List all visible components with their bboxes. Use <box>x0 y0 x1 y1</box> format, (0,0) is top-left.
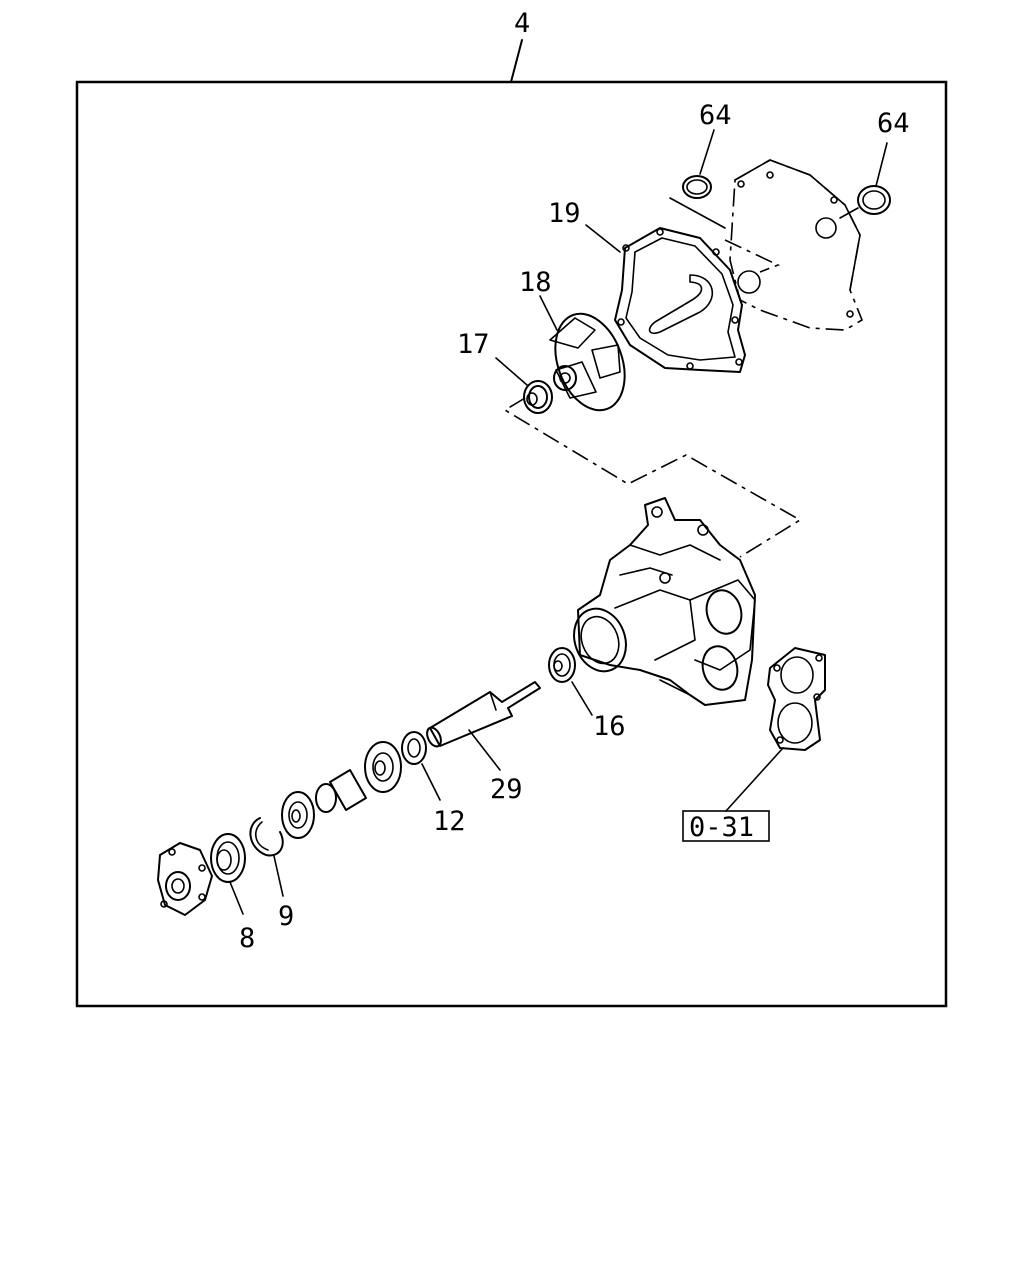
leader-0-31 <box>725 747 784 812</box>
part-17-seal <box>523 380 553 414</box>
part-16-bearing <box>548 647 576 683</box>
leader-64-right <box>875 142 888 187</box>
callout-16: 16 <box>593 711 626 742</box>
pump-housing <box>573 497 756 706</box>
part-8-oil-seal <box>210 833 246 883</box>
leader-19 <box>585 224 621 253</box>
guide-64-left <box>669 197 726 229</box>
reference-box-label: 0-31 <box>689 812 754 843</box>
reference-box <box>682 810 770 842</box>
part-29-shaft <box>426 681 541 748</box>
callout-8: 8 <box>239 923 255 954</box>
callout-12: 12 <box>433 806 466 837</box>
assembly-frame <box>75 80 948 1008</box>
cover-plate <box>724 159 863 331</box>
callout-9: 9 <box>278 901 294 932</box>
part-19-gasket <box>614 227 746 373</box>
callout-29: 29 <box>490 774 523 805</box>
shaft-bearing-small <box>281 791 315 839</box>
shaft-bearing-large <box>364 741 402 793</box>
part-64-o-ring-left <box>682 175 712 199</box>
spacer-sleeve <box>315 769 367 813</box>
part-12-washer <box>401 731 427 765</box>
callout-64-right: 64 <box>877 108 910 139</box>
housing-gasket <box>767 647 826 751</box>
part-64-o-ring-right <box>857 185 891 215</box>
leader-12 <box>421 763 441 801</box>
pulley-hub <box>157 842 213 916</box>
leader-8 <box>229 881 244 915</box>
assembly-guide-line <box>503 397 802 558</box>
part-18-impeller <box>549 312 626 412</box>
callout-64-left: 64 <box>699 100 732 131</box>
callout-19: 19 <box>548 198 581 229</box>
part-9-snap-ring <box>249 817 284 857</box>
callout-18: 18 <box>519 267 552 298</box>
leader-9 <box>273 855 284 897</box>
leader-64-left <box>699 129 715 175</box>
callout-17: 17 <box>457 329 490 360</box>
leader-29 <box>468 729 501 771</box>
leader-18 <box>539 295 558 331</box>
leader-16 <box>571 681 593 716</box>
assembly-number-label: 4 <box>514 8 530 39</box>
leader-17 <box>495 357 528 386</box>
assembly-leader-line <box>510 39 523 83</box>
